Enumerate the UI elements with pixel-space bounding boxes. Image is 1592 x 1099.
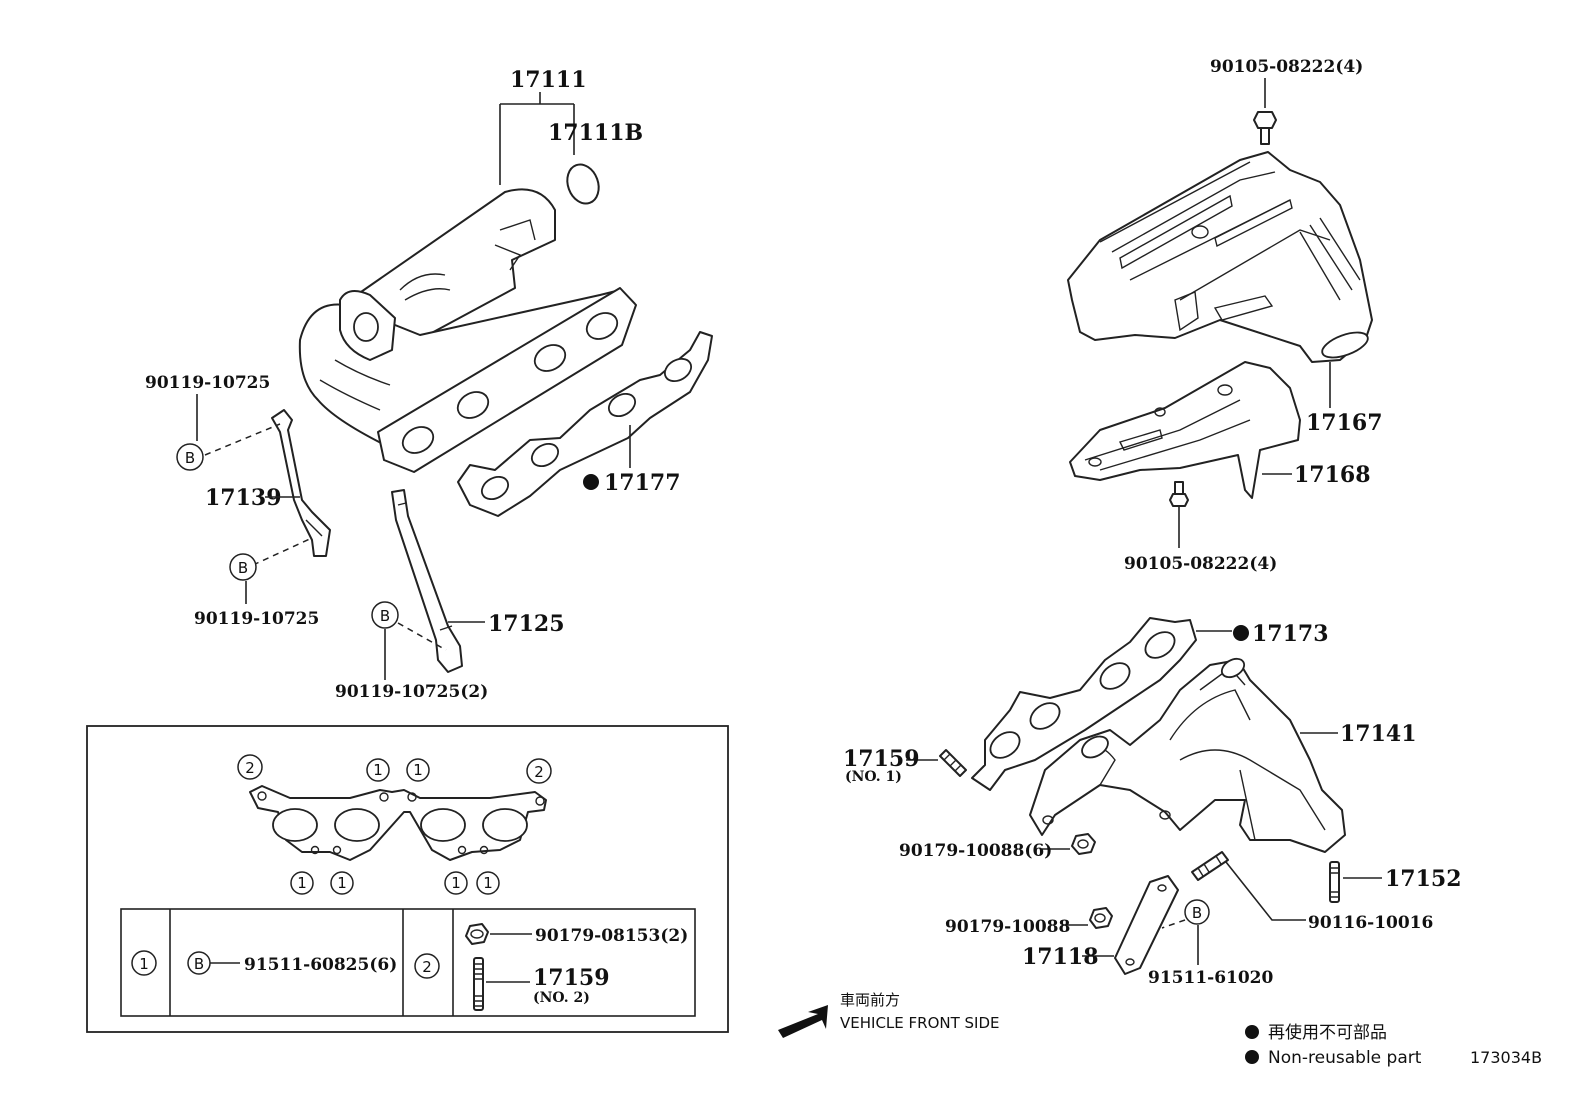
legend-en: Non-reusable part: [1268, 1048, 1422, 1068]
non-reusable-dot: [583, 474, 599, 490]
marker-b-b: B: [229, 553, 257, 581]
exhaust-gasket-17173: [971, 617, 1197, 791]
table-part-17159-sub: (NO. 2): [533, 990, 590, 1006]
marker-b-d: B: [1184, 899, 1210, 925]
svg-text:1: 1: [297, 874, 307, 892]
intake-manifold-group: 17111 17111B 17177: [145, 67, 713, 702]
marker-b-c: B: [371, 601, 399, 629]
table-row1-b-marker: B: [187, 951, 211, 975]
stay-17139: [271, 409, 331, 557]
heat-insulator-17168: [1069, 361, 1301, 499]
svg-text:B: B: [185, 449, 195, 467]
bolt-icon: [1169, 481, 1189, 507]
stay-17125: [391, 489, 463, 673]
label-17139: 17139: [205, 485, 282, 511]
stay-17118: [1114, 875, 1179, 975]
label-17177: 17177: [604, 470, 681, 496]
stud-bolt-icon: [473, 957, 484, 1011]
seq-marker: 1: [366, 758, 390, 782]
label-17111B: 17111B: [548, 120, 643, 146]
label-90179-10088-6: 90179-10088(6): [899, 841, 1052, 861]
label-17159-no1-sub: (NO. 1): [845, 769, 902, 785]
non-reusable-dot: [1245, 1025, 1259, 1039]
seq-marker: 1: [444, 871, 468, 895]
table-row2-marker: 2: [414, 953, 440, 979]
intake-gasket-17177: [457, 331, 713, 517]
heat-insulator-group: 90105-08222(4) 17167: [1067, 57, 1383, 574]
seq-marker: 1: [330, 871, 354, 895]
svg-text:B: B: [380, 607, 390, 625]
label-90105-bot: 90105-08222(4): [1124, 554, 1277, 574]
table-part-91511-60825: 91511-60825(6): [244, 955, 397, 975]
svg-text:2: 2: [245, 759, 255, 777]
nut-icon: [1071, 833, 1096, 855]
svg-text:B: B: [194, 955, 204, 973]
label-17111: 17111: [510, 67, 587, 93]
table-part-17159: 17159: [533, 965, 610, 991]
stud-17152: [1329, 861, 1340, 903]
non-reusable-dot: [1233, 625, 1249, 641]
svg-text:1: 1: [337, 874, 347, 892]
svg-text:1: 1: [139, 955, 149, 973]
svg-text:2: 2: [422, 958, 432, 976]
label-17173: 17173: [1252, 621, 1329, 647]
svg-text:2: 2: [534, 763, 544, 781]
seq-marker: 2: [526, 758, 552, 784]
label-17125: 17125: [488, 611, 565, 637]
table-row1-marker: 1: [131, 950, 157, 976]
label-90116-10016: 90116-10016: [1308, 913, 1433, 933]
legend: 再使用不可部品 Non-reusable part 173034B: [1245, 1022, 1542, 1068]
seq-marker: 1: [290, 871, 314, 895]
table-part-90179-08153: 90179-08153(2): [535, 926, 688, 946]
label-17168: 17168: [1294, 462, 1371, 488]
stud-90116: [1191, 851, 1229, 881]
seq-marker: 1: [406, 758, 430, 782]
diagram-id: 173034B: [1470, 1048, 1542, 1067]
flange-nut-icon: [465, 923, 489, 945]
svg-text:B: B: [1192, 904, 1202, 922]
seq-marker: 2: [237, 754, 263, 780]
label-90179-10088: 90179-10088: [945, 917, 1070, 937]
exhaust-manifold-17141: [1029, 657, 1346, 853]
label-90119-b: 90119-10725: [194, 609, 319, 629]
svg-text:1: 1: [483, 874, 493, 892]
non-reusable-dot: [1245, 1050, 1259, 1064]
svg-text:B: B: [238, 559, 248, 577]
cap-17111B: [566, 163, 600, 205]
label-90119-a: 90119-10725: [145, 373, 270, 393]
front-label-jp: 車両前方: [840, 991, 900, 1009]
intake-manifold-17111: [298, 188, 637, 473]
label-90119-c: 90119-10725(2): [335, 682, 488, 702]
svg-text:1: 1: [451, 874, 461, 892]
heat-insulator-17167: [1067, 151, 1373, 363]
nut-icon: [1089, 907, 1113, 929]
label-17141: 17141: [1340, 721, 1417, 747]
legend-jp: 再使用不可部品: [1268, 1022, 1387, 1043]
vehicle-front-indicator: 車両前方 VEHICLE FRONT SIDE: [778, 991, 1000, 1038]
svg-text:1: 1: [413, 761, 423, 779]
marker-b-a: B: [176, 443, 204, 471]
tightening-sequence-box: 2 1 1 2 1 1 1 1 1 B 91511-60825(6) 2 901…: [86, 725, 729, 1033]
front-label-en: VEHICLE FRONT SIDE: [840, 1014, 1000, 1032]
svg-text:1: 1: [373, 761, 383, 779]
label-90105-top: 90105-08222(4): [1210, 57, 1363, 77]
bolt-icon: [1253, 111, 1277, 145]
label-17152: 17152: [1385, 866, 1462, 892]
seq-marker: 1: [476, 871, 500, 895]
stud-17159-no1: [939, 749, 967, 777]
front-arrow-icon: [778, 1005, 828, 1038]
label-91511-61020: 91511-61020: [1148, 968, 1274, 988]
label-17118: 17118: [1022, 944, 1099, 970]
exhaust-manifold-group: 17173 17141 17159 (NO. 1) 90179-10088(6): [843, 617, 1462, 988]
label-17167: 17167: [1306, 410, 1383, 436]
label-17159-no1: 17159: [843, 746, 920, 772]
